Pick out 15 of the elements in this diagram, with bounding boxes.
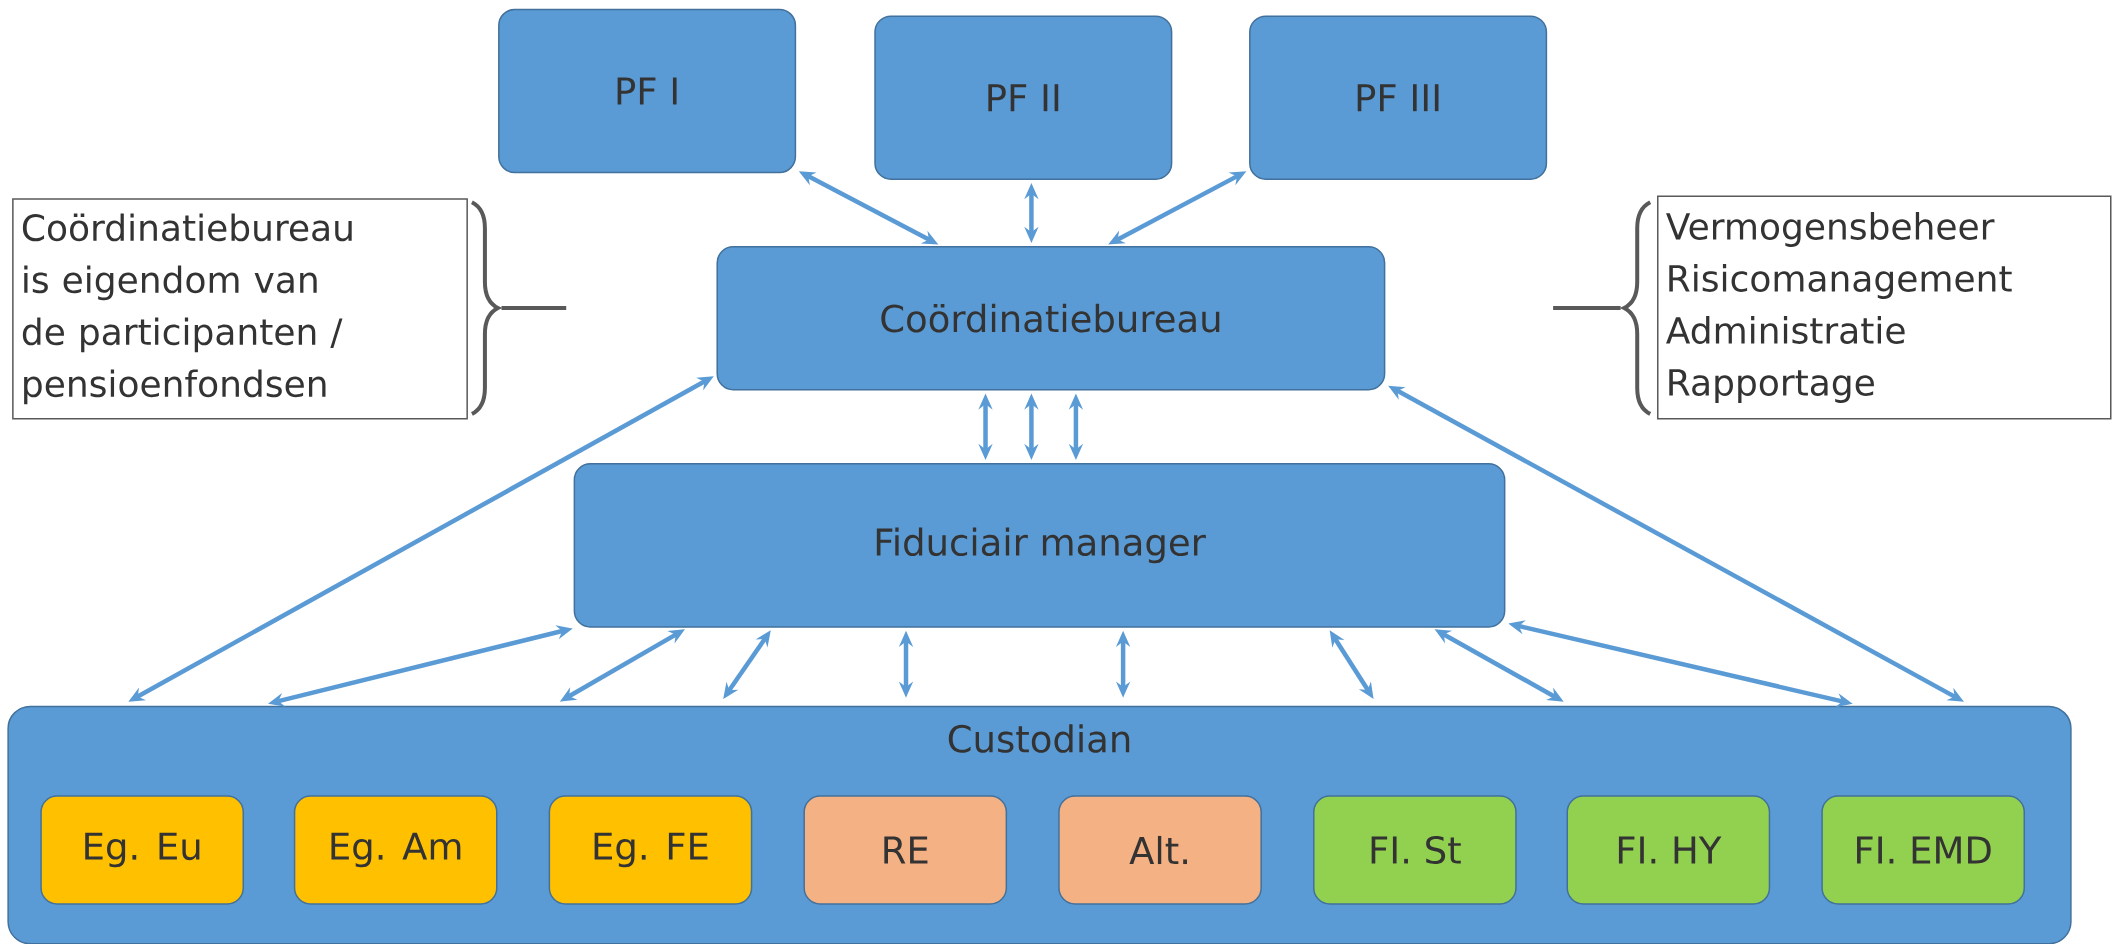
process-box: PF II (874, 15, 1173, 180)
note-box: Coördinatiebureau is eigendom van de participanten / pensioenfondsen (12, 198, 468, 420)
process-box: Eg. FE (548, 795, 753, 905)
process-box: Alt. (1058, 795, 1262, 905)
process-box: RE (803, 795, 1008, 905)
process-box: Eg. Eu (40, 795, 244, 905)
process-box: Coördinatiebureau (716, 246, 1386, 391)
process-box: FI. HY (1566, 795, 1771, 905)
process-box: Eg. Am (293, 795, 498, 905)
process-box: FI. St (1313, 795, 1517, 905)
process-box: Fiduciair manager (573, 463, 1506, 628)
process-box: FI. EMD (1821, 795, 2025, 905)
note-box: Vermogensbeheer Risicomanagement Administratie Rapportage (1657, 195, 2112, 420)
process-box: PF III (1249, 15, 1548, 180)
process-box: PF I (498, 8, 797, 174)
